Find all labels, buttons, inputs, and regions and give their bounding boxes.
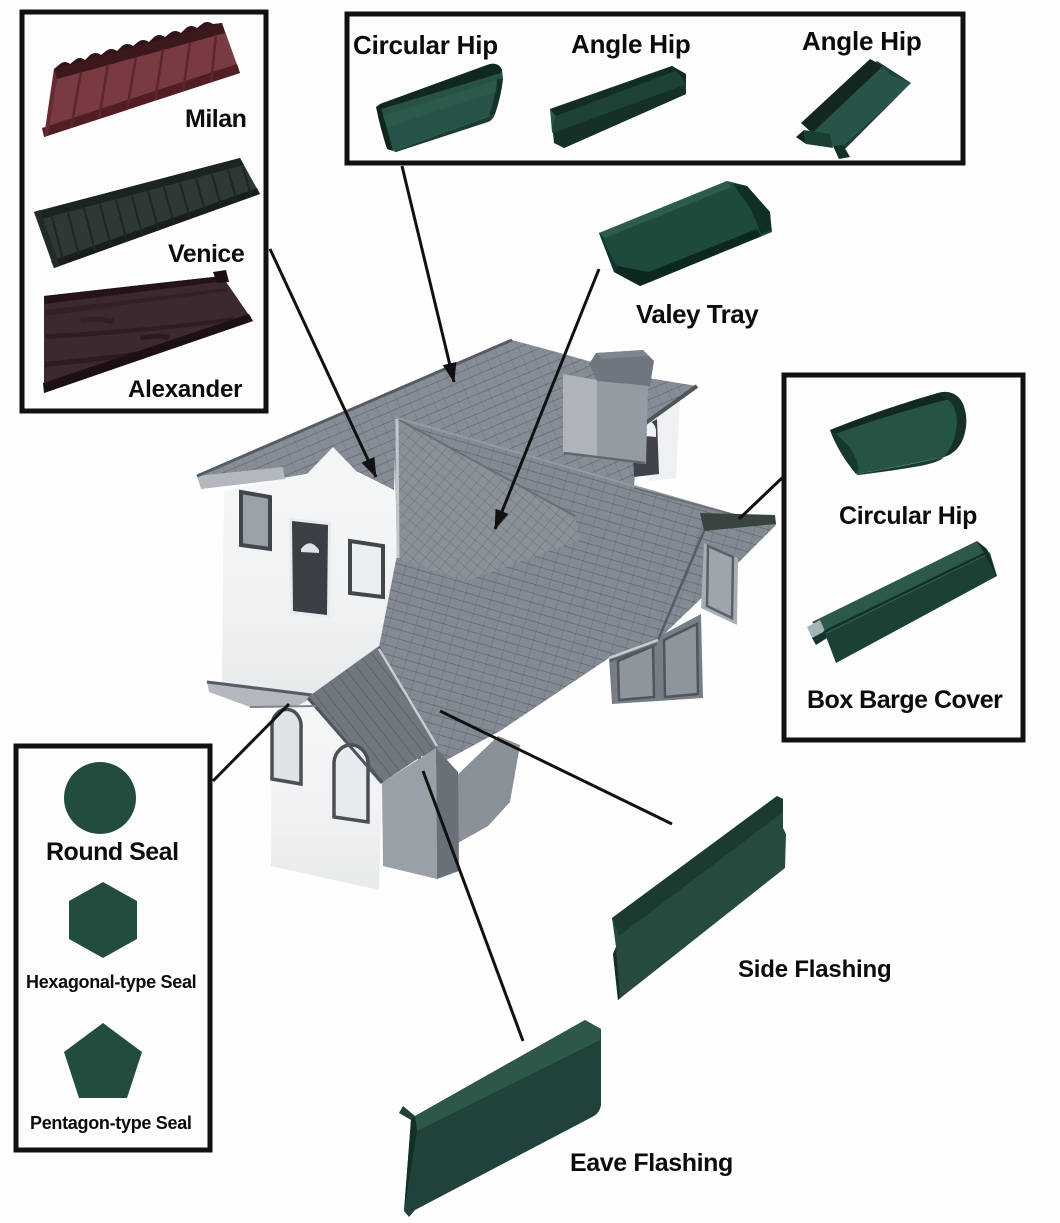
svg-text:Pentagon-type Seal: Pentagon-type Seal [30,1113,192,1133]
svg-text:Venice: Venice [168,240,245,268]
svg-text:Angle Hip: Angle Hip [571,29,691,59]
svg-text:Eave Flashing: Eave Flashing [570,1149,733,1177]
svg-text:Hexagonal-type Seal: Hexagonal-type Seal [26,972,196,992]
svg-text:Side Flashing: Side Flashing [738,956,891,983]
svg-text:Milan: Milan [185,105,246,133]
svg-text:Round Seal: Round Seal [46,838,179,866]
svg-text:Circular Hip: Circular Hip [353,30,498,60]
svg-text:Angle Hip: Angle Hip [802,26,922,56]
svg-text:Box Barge Cover: Box Barge Cover [807,686,1003,714]
svg-text:Valey Tray: Valey Tray [636,299,759,329]
svg-text:Alexander: Alexander [128,376,242,403]
svg-text:Circular Hip: Circular Hip [839,502,977,530]
